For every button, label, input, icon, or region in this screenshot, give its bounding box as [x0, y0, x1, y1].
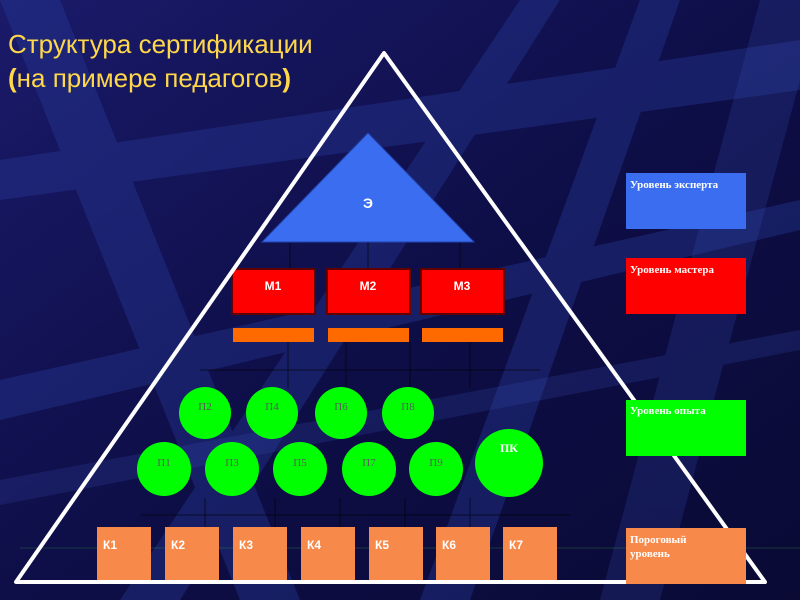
level-threshold-box	[626, 528, 746, 584]
candidate-label-6: К6	[442, 538, 456, 552]
page-subtitle: на примере педагогов	[16, 63, 283, 93]
level-experience-label: Уровень опыта	[630, 405, 706, 417]
level-threshold-label: Пороговый уровень	[630, 534, 687, 560]
page-title-line2: (на примере педагогов)	[8, 62, 291, 94]
master-box-3	[422, 270, 503, 313]
practitioner-label-П5: П5	[293, 457, 307, 469]
practitioner-circle-bottom-4	[342, 442, 396, 496]
master-box-2	[328, 270, 409, 313]
practitioner-circle-top-2	[246, 387, 298, 439]
pyramid-outline	[14, 51, 767, 584]
level-expert-label: Уровень эксперта	[630, 179, 719, 191]
master-label-3: М3	[454, 279, 471, 293]
practitioner-circle-bottom-3	[273, 442, 327, 496]
candidate-label-3: К3	[239, 538, 253, 552]
practitioner-label-П4: П4	[265, 401, 279, 413]
level-expert-box	[626, 173, 746, 229]
practitioner-circle-top-3	[315, 387, 367, 439]
practitioner-label-П2: П2	[198, 401, 211, 413]
candidate-box-6	[436, 527, 490, 582]
practitioner-circle-bottom-2	[205, 442, 259, 496]
level-experience-box	[626, 400, 746, 456]
level-master-box	[626, 258, 746, 314]
master-bar-2	[328, 328, 409, 342]
candidate-box-2	[165, 527, 219, 582]
practitioner-label-П8: П8	[401, 401, 415, 413]
open-paren: (	[8, 63, 17, 93]
close-paren: )	[282, 63, 292, 93]
expert-label: Э	[363, 195, 373, 211]
candidate-box-5	[369, 527, 423, 582]
practitioner-label-П7: П7	[362, 457, 376, 469]
practitioner-circle-top-4	[382, 387, 434, 439]
pk-label: ПК	[500, 441, 518, 455]
level-master-label: Уровень мастера	[630, 264, 714, 276]
practitioner-circle-bottom-1	[137, 442, 191, 496]
candidate-label-4: К4	[307, 538, 321, 552]
candidate-box-1	[97, 527, 151, 582]
practitioner-label-П6: П6	[334, 401, 348, 413]
master-bar-3	[422, 328, 503, 342]
candidate-box-7	[503, 527, 557, 582]
master-label-2: М2	[360, 279, 377, 293]
practitioner-label-П9: П9	[429, 457, 443, 469]
candidate-box-3	[233, 527, 287, 582]
candidate-box-4	[301, 527, 355, 582]
candidate-label-5: К5	[375, 538, 389, 552]
expert-triangle	[260, 132, 476, 243]
candidate-label-1: К1	[103, 538, 117, 552]
candidate-label-2: К2	[171, 538, 185, 552]
practitioner-label-П3: П3	[225, 457, 239, 469]
master-bar-1	[233, 328, 314, 342]
master-box-1	[233, 270, 314, 313]
master-label-1: М1	[265, 279, 282, 293]
practitioner-circle-top-1	[179, 387, 231, 439]
page-title-line1: Структура сертификации	[8, 29, 313, 59]
pk-circle	[475, 429, 543, 497]
candidate-label-7: К7	[509, 538, 523, 552]
practitioner-circle-bottom-5	[409, 442, 463, 496]
practitioner-label-П1: П1	[157, 457, 170, 469]
